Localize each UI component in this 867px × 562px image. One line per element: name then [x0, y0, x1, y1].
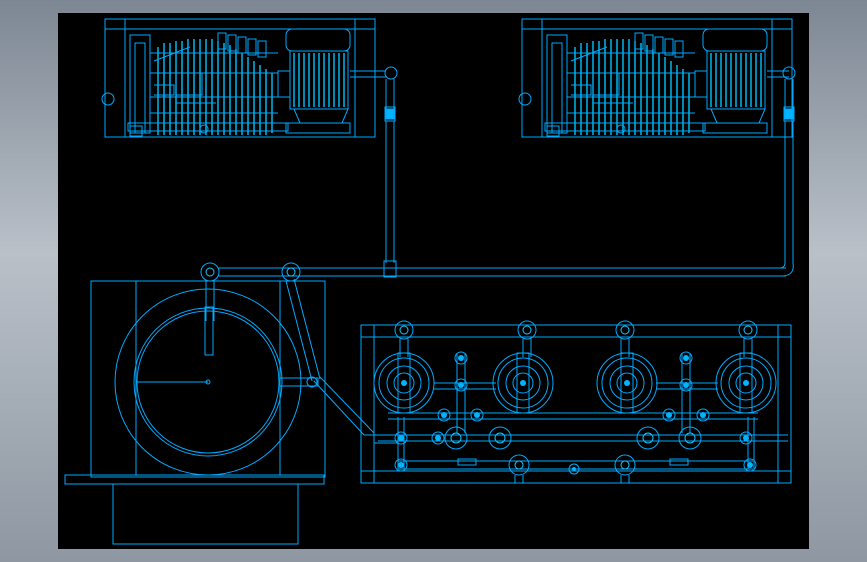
pump-manifold — [360, 320, 792, 484]
filter-plates — [129, 32, 278, 135]
filter-press-unit-left — [101, 18, 398, 138]
storage-tank — [64, 280, 326, 545]
filter-press-unit-right — [518, 18, 796, 138]
manifold-valves — [378, 351, 788, 450]
cad-viewport[interactable] — [58, 13, 809, 549]
discharge-header — [394, 417, 757, 483]
pump-inlet-flanges — [394, 320, 758, 357]
drive-motor — [277, 28, 351, 134]
pipe-run — [200, 121, 794, 444]
